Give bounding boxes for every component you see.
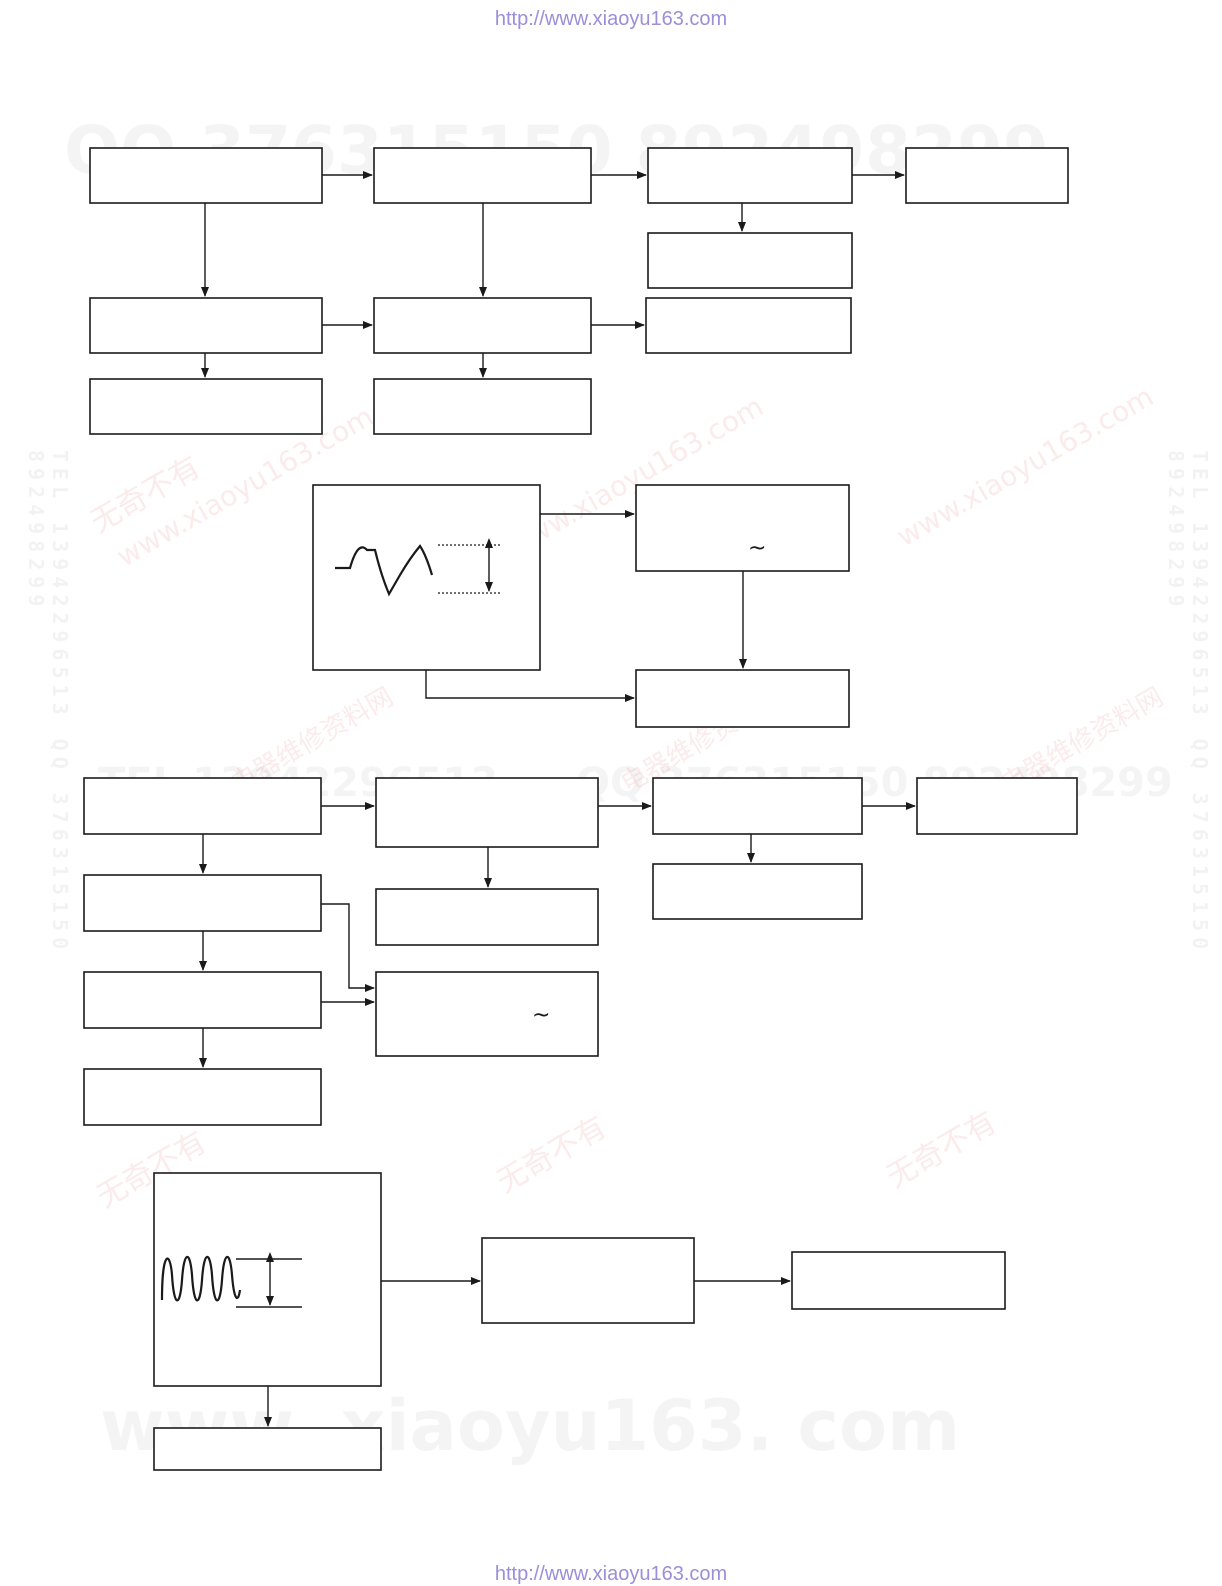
box-s1-c [647, 147, 853, 204]
box-s1-h [645, 297, 852, 354]
footer-url[interactable]: http://www.xiaoyu163.com [494, 1563, 728, 1585]
tilde-s2: ~ [748, 536, 766, 561]
box-s3-f [375, 888, 599, 946]
header-url[interactable]: http://www.xiaoyu163.com [494, 8, 728, 30]
section-4-flow [153, 1172, 1006, 1471]
arrow-s3-g-i [321, 903, 375, 992]
box-s3-a [83, 777, 322, 835]
box-s1-d [905, 147, 1069, 204]
box-s1-b [373, 147, 592, 204]
arrow-s2-wave-bottom [425, 670, 635, 702]
box-s1-f [89, 297, 323, 354]
box-s4-right [791, 1251, 1006, 1310]
box-s2-waveform [312, 484, 541, 671]
box-s1-e [647, 232, 853, 289]
tilde-s3: ~ [532, 1003, 550, 1028]
box-s4-bottom [153, 1427, 382, 1471]
sawtooth-waveform [335, 544, 434, 597]
box-s3-h [83, 971, 322, 1029]
box-s4-waveform [153, 1172, 382, 1387]
box-s2-right-bottom [635, 669, 850, 728]
box-s1-g [373, 297, 592, 354]
section-1-flow [89, 147, 1069, 435]
box-s3-c [652, 777, 863, 835]
section-3-flow: ~ [83, 777, 1078, 1126]
box-s1-j [373, 378, 592, 435]
box-s3-j [83, 1068, 322, 1126]
section-2-flow: ~ [312, 484, 850, 728]
box-s3-g [83, 874, 322, 932]
box-s4-mid [481, 1237, 695, 1324]
box-s1-a [89, 147, 323, 204]
box-s3-i [375, 971, 599, 1057]
sine-waveform [160, 1255, 242, 1302]
box-s3-e [652, 863, 863, 920]
box-s3-d [916, 777, 1078, 835]
box-s2-right-top [635, 484, 850, 572]
box-s3-b [375, 777, 599, 848]
box-s1-i [89, 378, 323, 435]
